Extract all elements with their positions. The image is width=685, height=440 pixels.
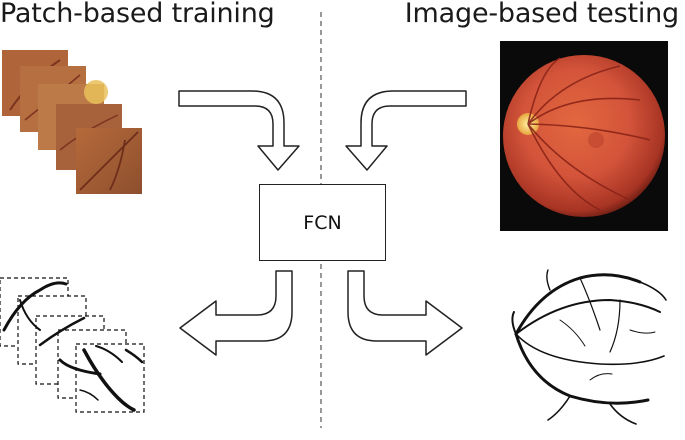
segmented-vessels [2,281,144,412]
vessel-segmentation-map [511,269,667,425]
arrow-fcn-to-patch-output [179,270,293,356]
training-patches-stack [2,50,142,194]
fundus-image [500,41,668,231]
arrow-train-to-fcn [178,90,300,171]
fcn-box: FCN [259,184,386,261]
arrow-test-to-fcn [345,90,467,171]
retina-patch-5 [76,128,142,194]
arrow-fcn-to-image-output [347,270,463,356]
segmented-patches-stack [0,277,145,413]
patch-training-heading: Patch-based training [0,0,275,29]
image-testing-heading: Image-based testing [404,0,679,29]
fcn-label: FCN [303,211,342,234]
